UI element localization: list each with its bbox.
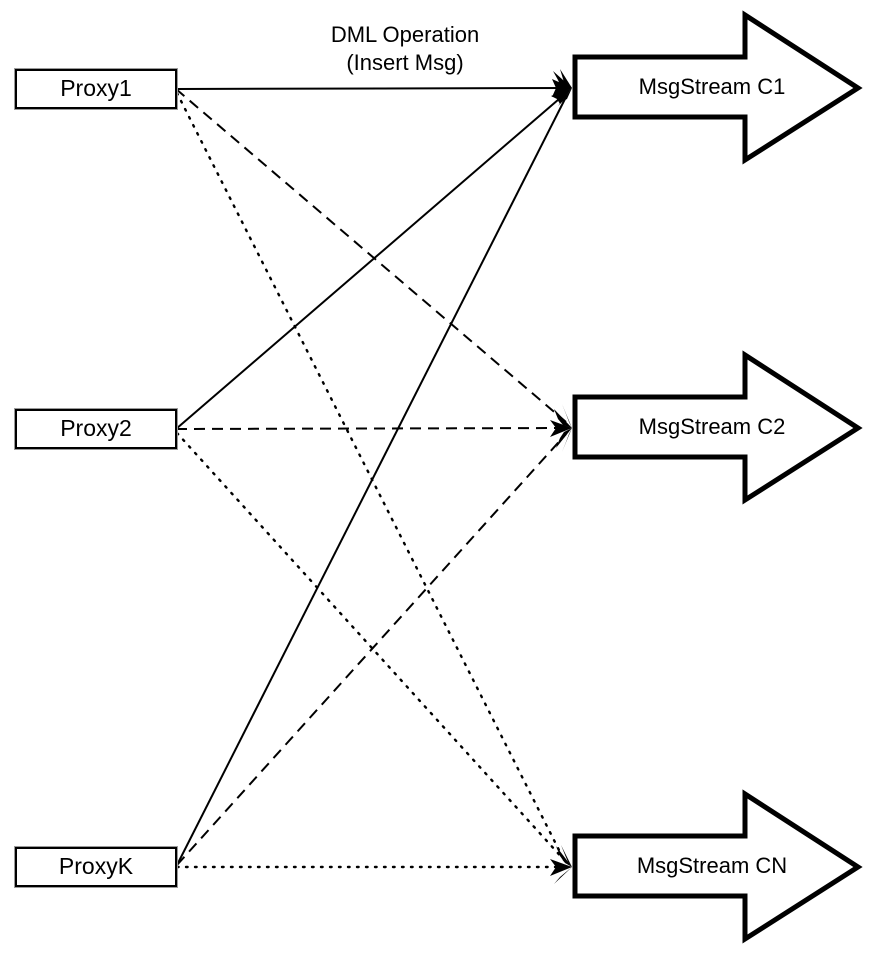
link-proxy1-to-cn <box>175 91 565 860</box>
arrow-head-icon-head-pk-c2 <box>556 428 572 448</box>
msgstream-label-msgstream-c2: MsgStream C2 <box>639 414 786 439</box>
link-proxyk-to-c2 <box>176 433 567 866</box>
msgstream-node-msgstream-c1[interactable]: MsgStream C1 <box>572 10 863 165</box>
link-proxy1-to-c2 <box>175 88 567 423</box>
link-proxy2-to-c2 <box>175 427 571 430</box>
dml-operation-label-line2: (Insert Msg) <box>346 50 463 75</box>
msgstream-label-msgstream-c1: MsgStream C1 <box>639 74 786 99</box>
proxy-node-proxyk[interactable]: ProxyK <box>14 846 178 888</box>
proxy-box-outline-proxy1 <box>14 68 178 110</box>
proxy-label-proxy1: Proxy1 <box>60 75 132 101</box>
msgstream-node-msgstream-c2[interactable]: MsgStream C2 <box>572 350 863 505</box>
proxy-box-outline-proxyk <box>14 846 178 888</box>
proxy-box-proxy2 <box>15 409 177 449</box>
proxy-label-proxyk: ProxyK <box>59 853 134 879</box>
block-arrow-icon-msgstream-c2 <box>572 350 863 505</box>
arrow-head-icon-head-p2-cn <box>561 845 572 867</box>
arrow-head-icon-head-c1-fan-b <box>558 88 572 106</box>
msgstream-node-msgstream-cn[interactable]: MsgStream CN <box>572 789 863 944</box>
proxy-node-proxy2[interactable]: Proxy2 <box>14 408 178 450</box>
msgstream-nodes-layer: MsgStream C1 MsgStream C2 MsgStream CN <box>572 10 863 944</box>
link-proxy1-to-c1 <box>175 87 571 90</box>
arrow-head-icon-head-p1-c2 <box>554 409 572 428</box>
links-layer <box>175 87 571 869</box>
arrow-heads-layer <box>550 69 572 884</box>
arrow-head-icon-head-p2-c2 <box>550 420 572 437</box>
dml-operation-label-line1: DML Operation <box>331 22 479 47</box>
block-arrow-icon-msgstream-cn <box>572 789 863 944</box>
edge-label-group: DML Operation (Insert Msg) <box>331 22 479 75</box>
proxy-box-proxy1 <box>15 69 177 109</box>
arrow-head-icon-head-c2-fan-a <box>562 404 572 428</box>
arrow-head-icon-head-pk-cn <box>550 859 572 876</box>
msgstream-label-msgstream-cn: MsgStream CN <box>637 853 787 878</box>
arrow-head-icon-head-c2-fan-b <box>562 428 572 452</box>
link-proxy2-to-c1 <box>175 92 567 430</box>
proxy-box-proxyk <box>15 847 177 887</box>
block-arrow-icon-msgstream-c1 <box>572 10 863 165</box>
link-proxy2-to-cn <box>175 431 567 863</box>
arrow-head-icon-head-c1-fan-a <box>551 88 572 104</box>
proxy-box-outline-proxy2 <box>14 408 178 450</box>
proxy-node-proxy1[interactable]: Proxy1 <box>14 68 178 110</box>
arrow-head-icon-head-pk-c1 <box>560 69 572 89</box>
arrow-head-icon-head-cn-fan-a <box>554 867 572 884</box>
link-proxyk-to-c1 <box>175 94 568 868</box>
proxy-label-proxy2: Proxy2 <box>60 415 132 441</box>
